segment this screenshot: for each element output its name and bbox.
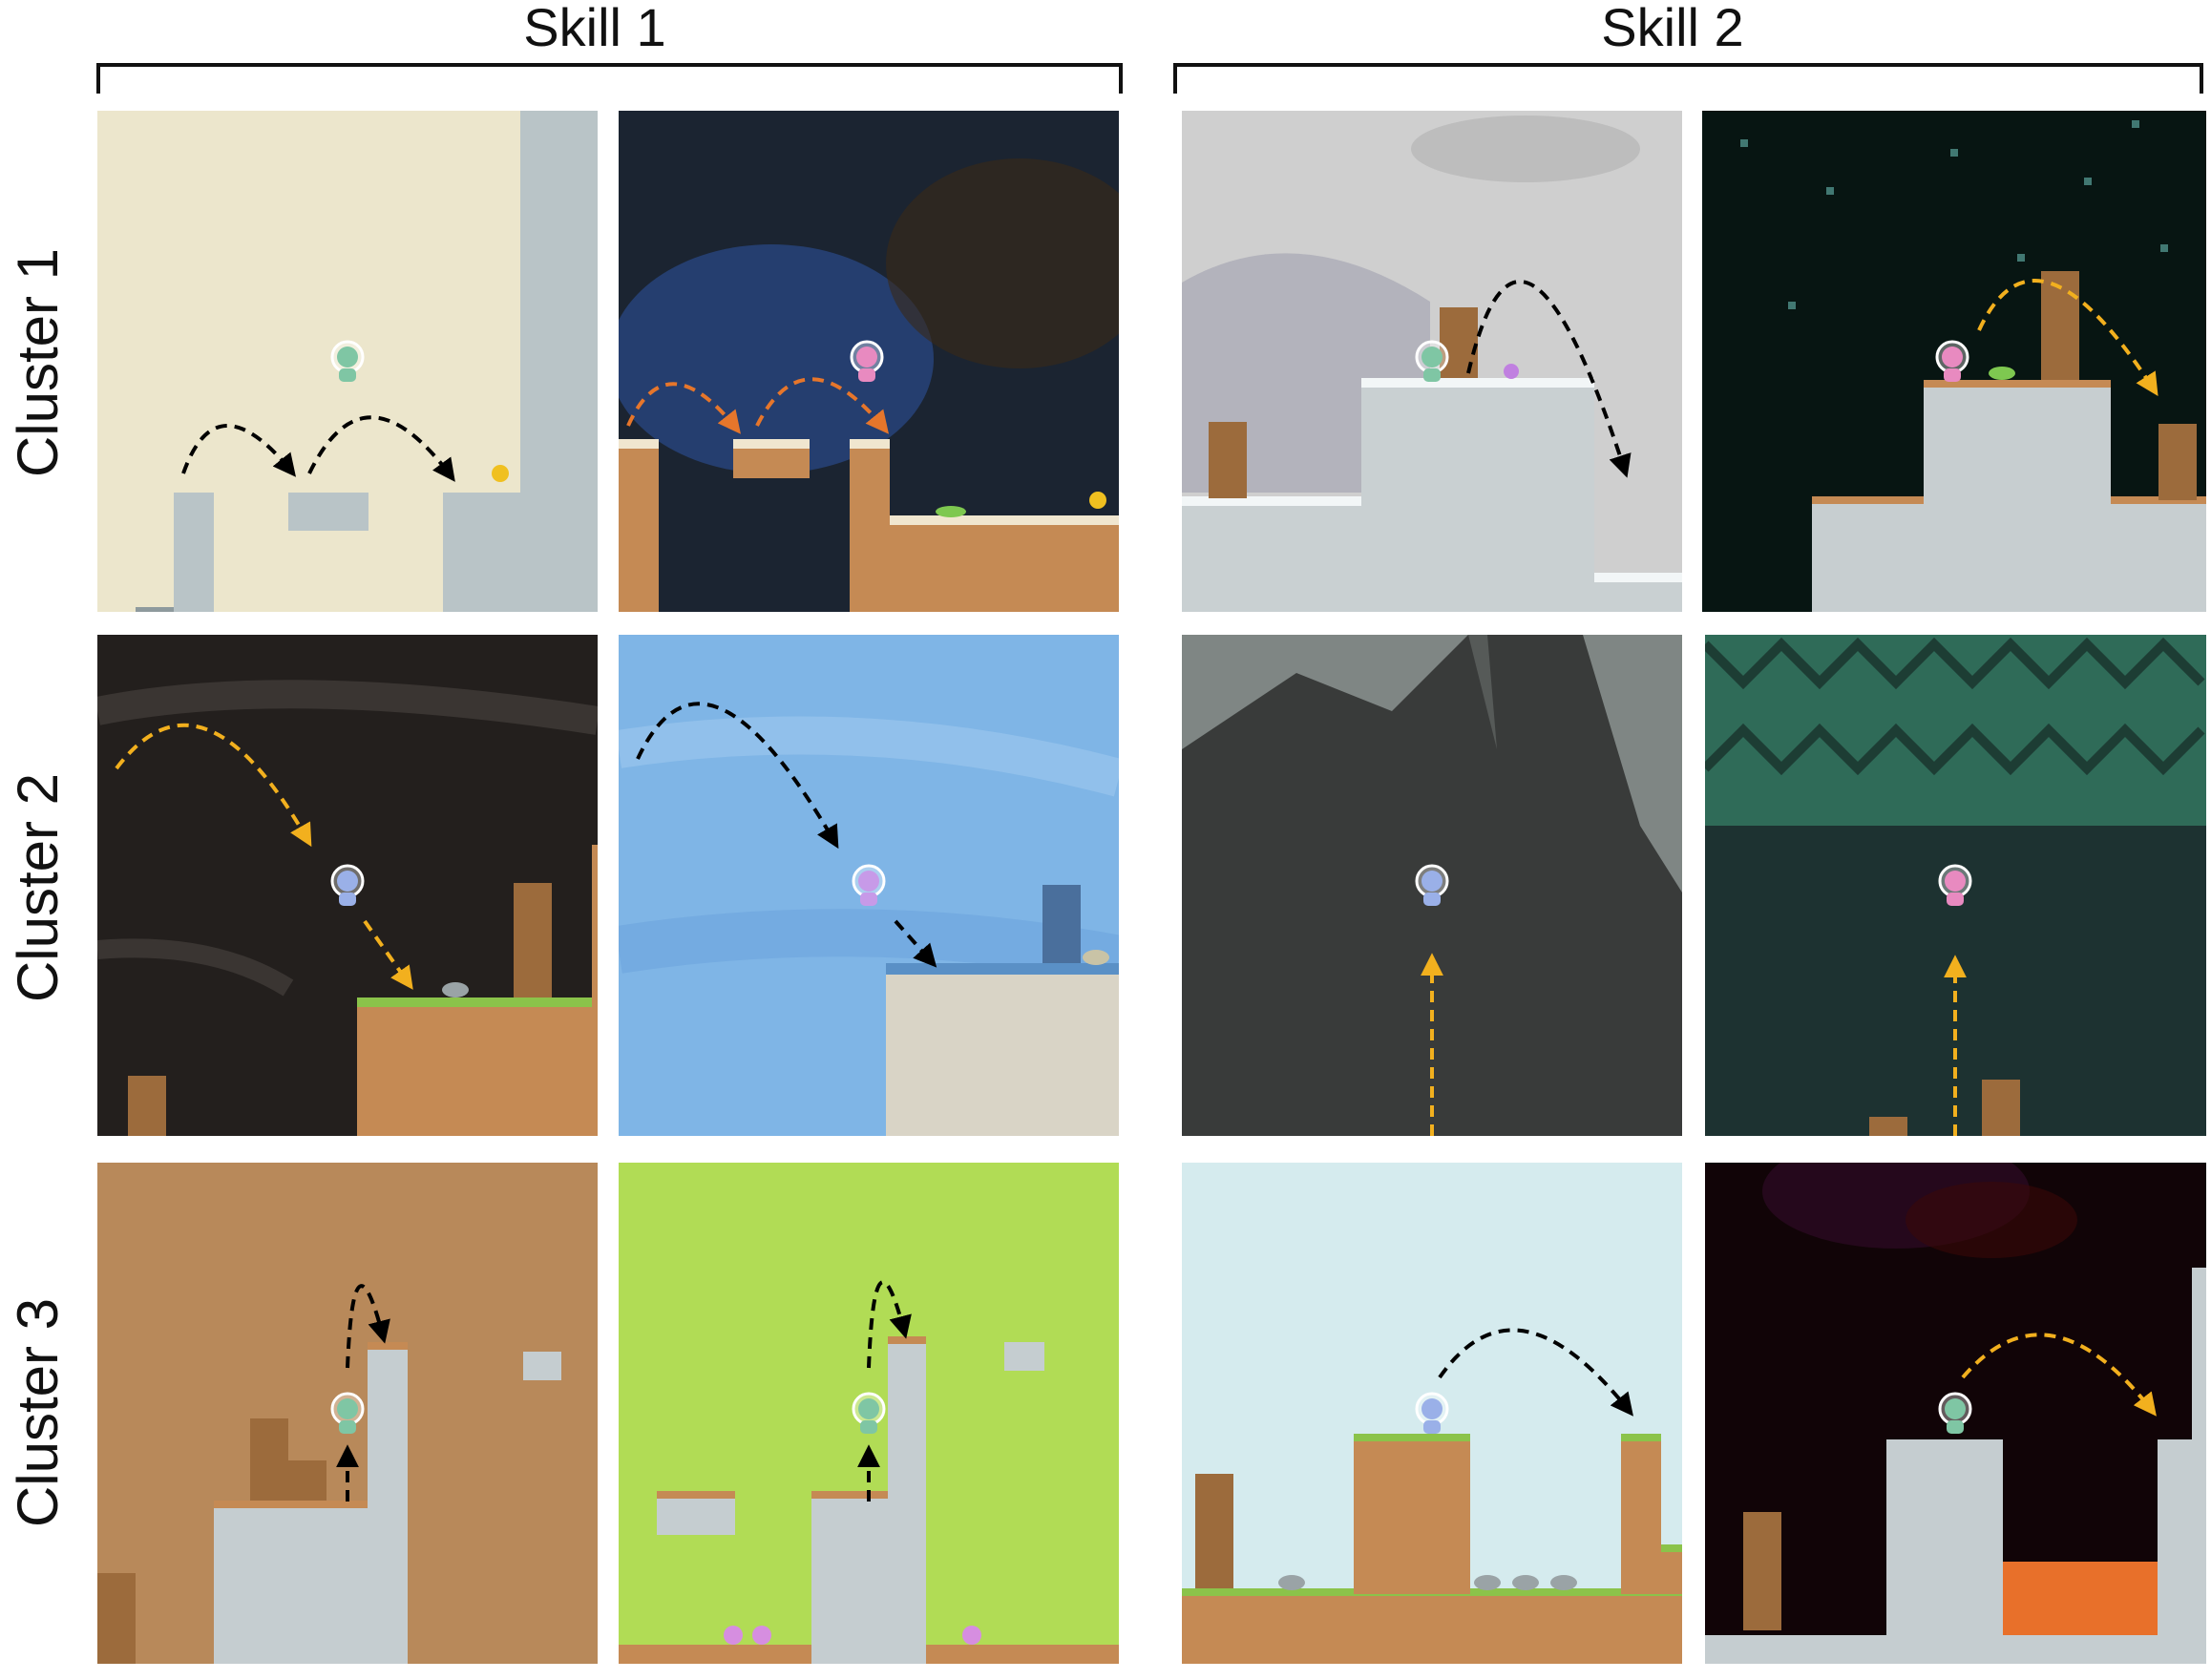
panel-cluster2-skill1-b bbox=[619, 635, 1119, 1136]
panel-cluster2-skill2-a bbox=[1182, 635, 1682, 1136]
panel-cluster1-skill1-b bbox=[619, 111, 1119, 612]
panel-cluster3-skill2-b bbox=[1705, 1163, 2206, 1664]
panel-cluster3-skill1-a bbox=[97, 1163, 598, 1664]
panel-cluster3-skill1-b bbox=[619, 1163, 1119, 1664]
panel-cluster1-skill2-a bbox=[1182, 111, 1682, 612]
column-bracket-skill-2 bbox=[1173, 63, 2203, 94]
panel-cluster1-skill2-b bbox=[1702, 111, 2206, 612]
column-title-skill-1: Skill 1 bbox=[523, 0, 666, 57]
row-label-cluster-3: Cluster 3 bbox=[6, 1297, 70, 1528]
row-label-cluster-2: Cluster 2 bbox=[6, 772, 70, 1003]
column-title-skill-2: Skill 2 bbox=[1601, 0, 1744, 57]
row-label-cluster-1: Cluster 1 bbox=[6, 247, 70, 478]
panel-cluster1-skill1-a bbox=[97, 111, 598, 612]
panel-cluster2-skill2-b bbox=[1705, 635, 2206, 1136]
column-bracket-skill-1 bbox=[96, 63, 1123, 94]
panel-cluster2-skill1-a bbox=[97, 635, 598, 1136]
panel-cluster3-skill2-a bbox=[1182, 1163, 1682, 1664]
